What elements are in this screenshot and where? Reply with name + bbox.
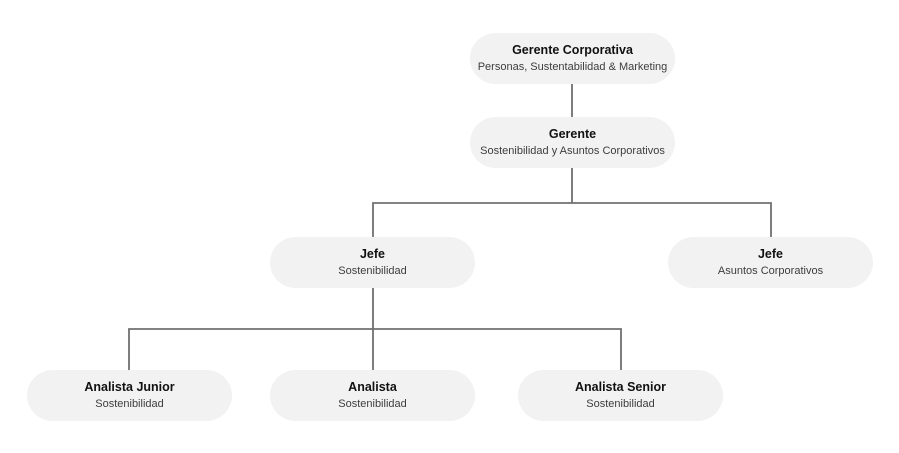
node-subtitle: Personas, Sustentabilidad & Marketing: [477, 60, 668, 73]
node-title: Analista Senior: [575, 380, 666, 395]
org-node-analista-junior[interactable]: Analista Junior Sostenibilidad: [27, 370, 232, 421]
org-node-gerente[interactable]: Gerente Sostenibilidad y Asuntos Corpora…: [470, 117, 675, 168]
node-subtitle: Asuntos Corporativos: [717, 264, 824, 277]
org-node-analista[interactable]: Analista Sostenibilidad: [270, 370, 475, 421]
node-title: Jefe: [757, 247, 784, 262]
org-node-jefe-sostenibilidad[interactable]: Jefe Sostenibilidad: [270, 237, 475, 288]
org-node-analista-senior[interactable]: Analista Senior Sostenibilidad: [518, 370, 723, 421]
node-title: Analista Junior: [84, 380, 175, 395]
node-subtitle: Sostenibilidad: [586, 397, 655, 410]
node-subtitle: Sostenibilidad: [338, 264, 407, 277]
connector-jefe-to-analistas: [128, 328, 622, 370]
node-title: Analista: [348, 380, 397, 395]
connector-gerente-to-jefes: [372, 202, 772, 237]
node-subtitle: Sostenibilidad: [95, 397, 164, 410]
org-node-gerente-corporativa[interactable]: Gerente Corporativa Personas, Sustentabi…: [470, 33, 675, 84]
org-node-jefe-asuntos-corporativos[interactable]: Jefe Asuntos Corporativos: [668, 237, 873, 288]
node-title: Gerente: [548, 127, 597, 142]
node-title: Jefe: [359, 247, 386, 262]
node-subtitle: Sostenibilidad y Asuntos Corporativos: [480, 144, 665, 157]
node-title: Gerente Corporativa: [512, 43, 633, 58]
node-subtitle: Sostenibilidad: [338, 397, 407, 410]
